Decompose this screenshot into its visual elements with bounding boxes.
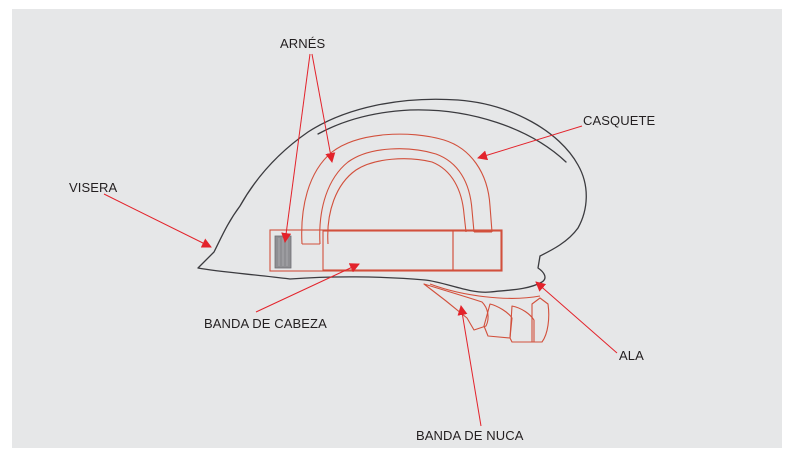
helmet-shell — [197, 98, 587, 293]
arrow-visera — [103, 193, 212, 248]
head-band — [269, 229, 503, 272]
arrow-ala — [535, 281, 618, 354]
arrow-casquete — [477, 125, 583, 161]
label-banda-cabeza: BANDA DE CABEZA — [204, 316, 327, 331]
arrow-banda-cabeza — [255, 263, 360, 313]
arrow-banda-nuca — [457, 305, 482, 427]
label-casquete: CASQUETE — [583, 113, 656, 128]
label-banda-nuca: BANDA DE NUCA — [416, 428, 524, 443]
harness-buckle — [274, 235, 292, 269]
label-visera: VISERA — [69, 180, 118, 195]
label-ala: ALA — [619, 348, 644, 363]
nape-band — [423, 283, 550, 343]
arrow-arnes-arch — [311, 53, 336, 163]
harness-arch — [301, 133, 493, 245]
arrow-arnes-buckle — [281, 53, 311, 243]
label-arnes: ARNÉS — [280, 36, 326, 51]
diagram-panel — [12, 9, 782, 448]
